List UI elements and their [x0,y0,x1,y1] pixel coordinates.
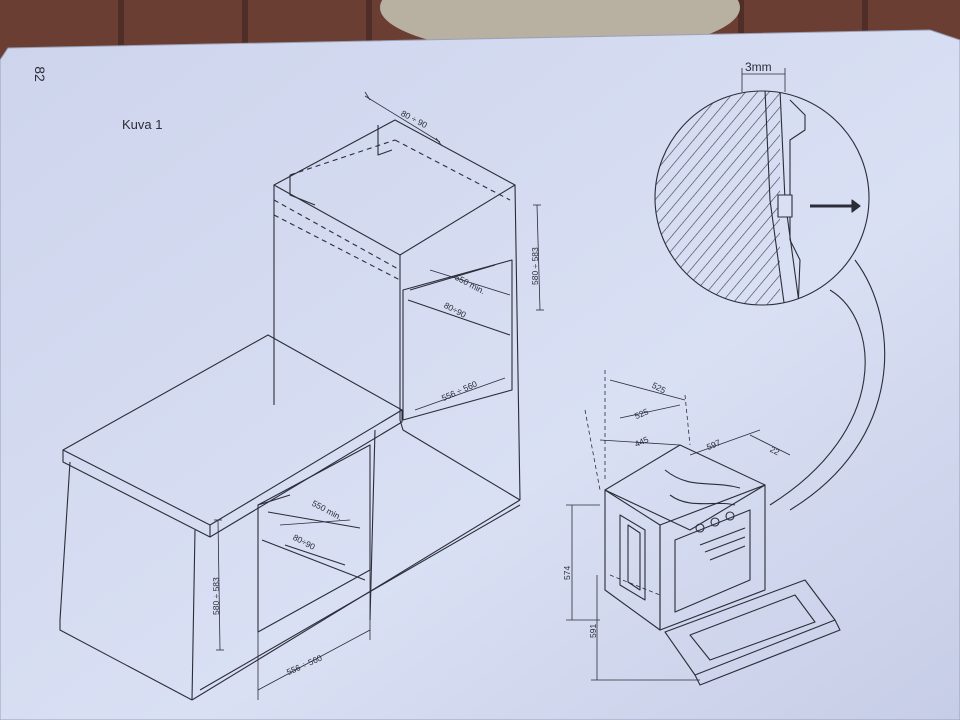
oven-dimensions [566,370,791,681]
gap-label: 3mm [745,60,772,74]
figure-caption: Kuva 1 [122,117,163,132]
base-cabinet [59,334,521,701]
screw-icon [810,199,861,213]
tall-cabinet [273,119,521,501]
paper-sheet [0,29,960,720]
base-height-label: 580 ÷ 583 [211,577,221,615]
oven-body-height-label: 574 [562,565,572,580]
tall-height-label: 580 ÷ 583 [530,247,540,285]
base-cabinet-dimensions [214,519,371,700]
page-number: 82 [31,66,48,82]
tall-cabinet-dimensions [364,91,544,411]
oven-front-height-label: 591 [588,623,598,638]
